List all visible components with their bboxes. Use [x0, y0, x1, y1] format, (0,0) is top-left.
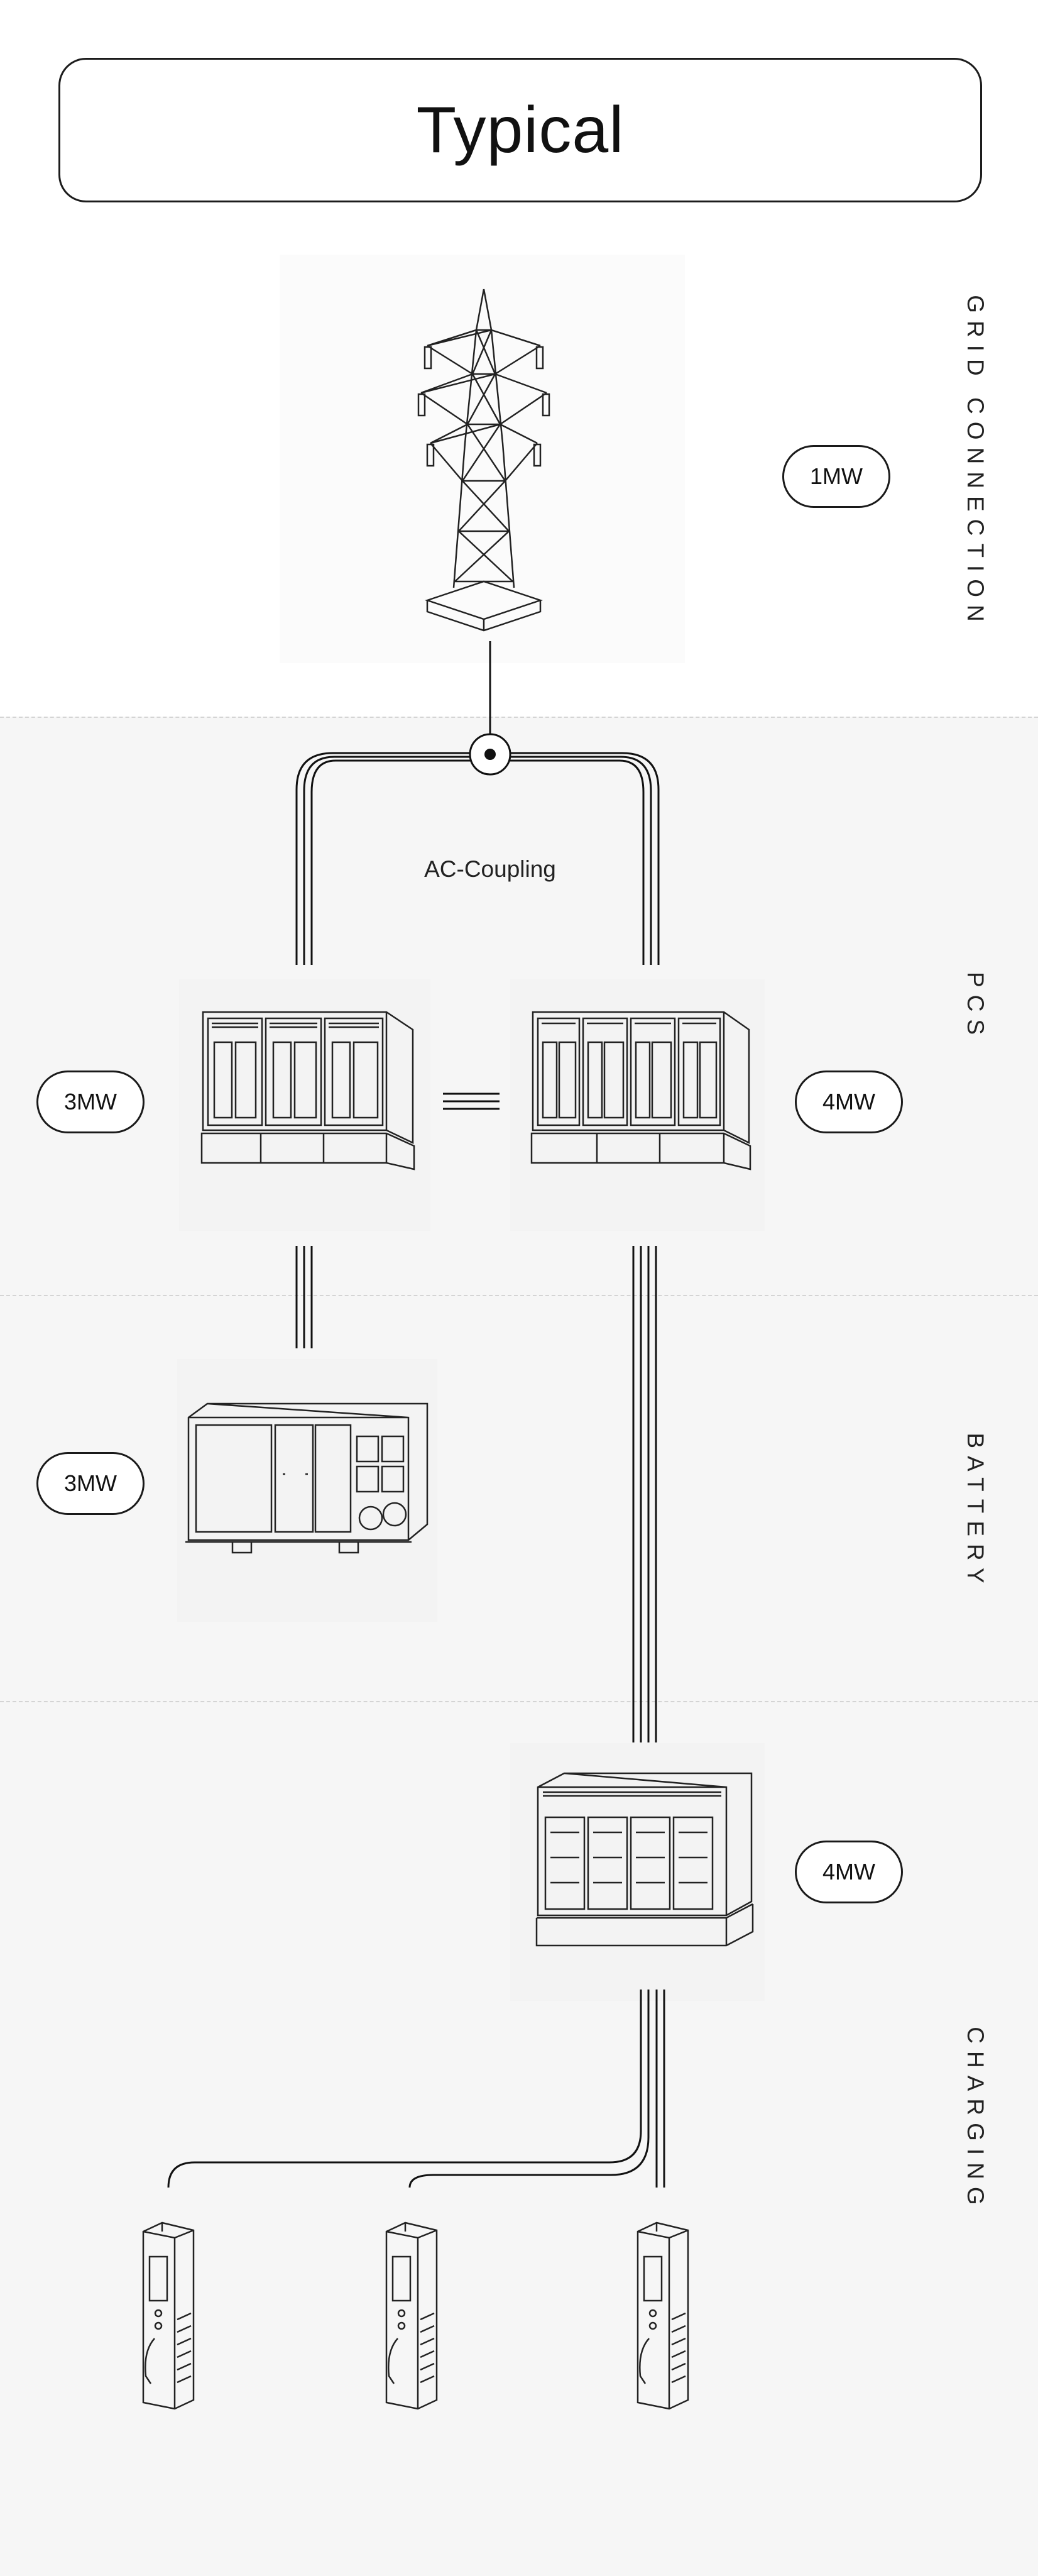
section-label-battery: BATTERY	[963, 1433, 988, 1591]
section-label-charging: CHARGING	[963, 2027, 988, 2213]
page-title: Typical	[416, 93, 625, 167]
battery-rating-pill: 3MW	[36, 1452, 145, 1515]
coupling-node-dot	[484, 749, 496, 760]
pcs-right-rating-pill: 4MW	[795, 1071, 903, 1133]
ev-charger-icon	[142, 2221, 195, 2410]
pcs-left-panel	[179, 979, 430, 1231]
grid-rating-pill: 1MW	[782, 445, 890, 508]
transmission-tower-icon	[417, 289, 550, 632]
ev-charger-icon	[636, 2221, 689, 2410]
tower-panel	[280, 255, 685, 663]
title-box: Typical	[58, 58, 982, 202]
pcs-right-panel	[510, 979, 765, 1231]
pcs-cabinet-icon	[200, 1011, 415, 1170]
storage-cabinet-icon	[535, 1772, 754, 1947]
battery-band	[0, 1295, 1038, 1702]
section-label-grid: GRID CONNECTION	[963, 295, 988, 629]
storage-rating-pill: 4MW	[795, 1841, 903, 1903]
pcs-cabinet-icon	[530, 1011, 751, 1170]
battery-panel	[177, 1359, 437, 1622]
section-label-pcs: PCS	[963, 971, 988, 1043]
pcs-left-rating-pill: 3MW	[36, 1071, 145, 1133]
ev-charger-icon	[385, 2221, 438, 2410]
ac-coupling-label: AC-Coupling	[424, 856, 556, 882]
battery-container-icon	[185, 1402, 429, 1554]
